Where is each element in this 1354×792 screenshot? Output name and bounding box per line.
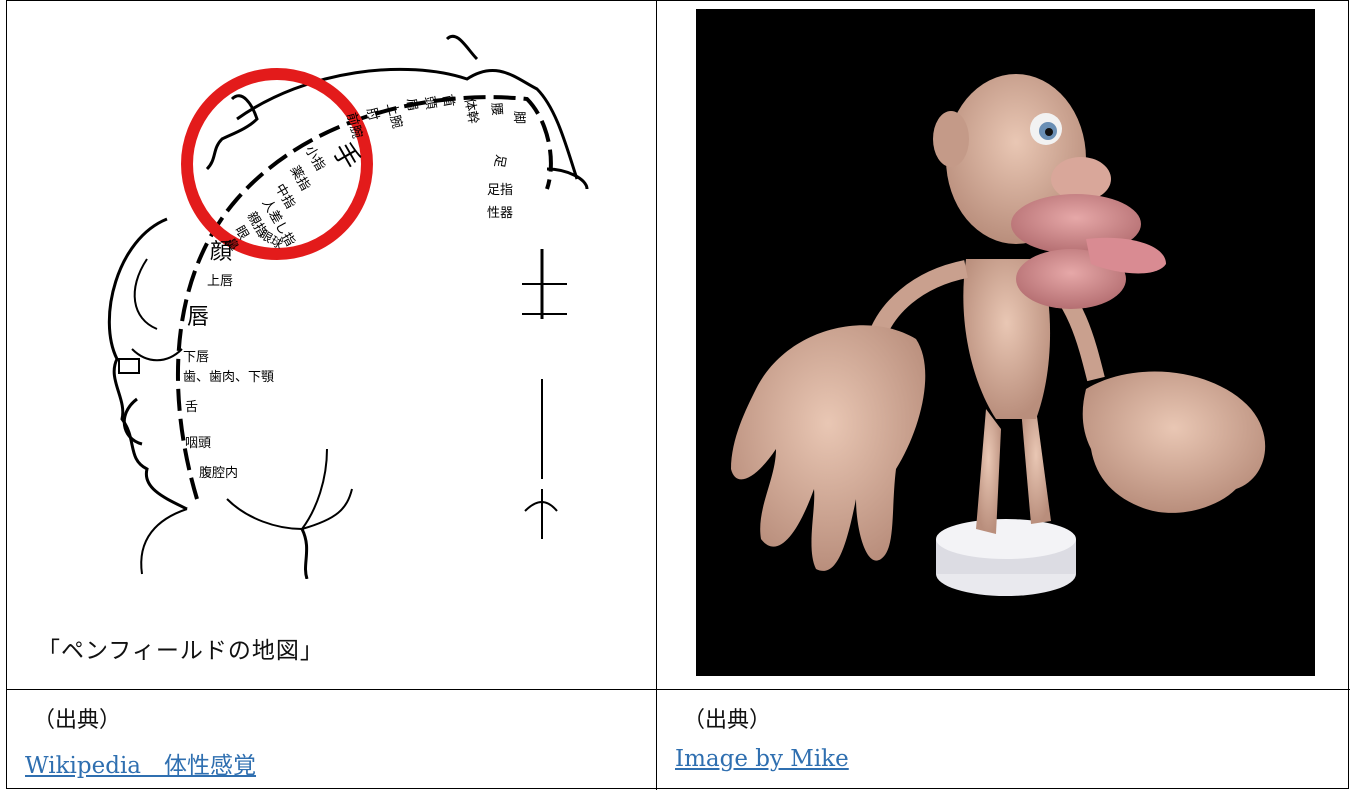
label-toes: 足指	[487, 183, 513, 198]
wikipedia-source-link[interactable]: Wikipedia 体性感覚	[25, 746, 256, 780]
penfield-map-cell: 手 小指 薬指 中指 人差し指 親指 眼 鼻 眼球 顔 上唇 唇 下唇 歯、歯肉…	[7, 1, 656, 689]
label-upper-lip: 上唇	[207, 274, 233, 289]
label-tongue: 舌	[185, 400, 198, 415]
label-elbow: 肘	[363, 106, 381, 122]
label-genitals: 性器	[487, 206, 513, 221]
label-upper-arm: 上腕	[383, 101, 405, 130]
label-foot: 足	[491, 153, 508, 168]
map-caption: 「ペンフィールドの地図」	[37, 631, 324, 665]
label-forearm: 前腕	[343, 111, 365, 140]
label-trunk: 体幹	[461, 97, 481, 125]
right-hand	[1083, 372, 1265, 513]
label-lower-lip: 下唇	[183, 350, 209, 365]
label-shoulder: 肩	[403, 97, 421, 113]
body-outline	[237, 69, 577, 179]
penfield-map-diagram: 手 小指 薬指 中指 人差し指 親指 眼 鼻 眼球 顔 上唇 唇 下唇 歯、歯肉…	[47, 19, 607, 579]
label-leg: 脚	[511, 111, 527, 124]
label-face: 顔	[210, 240, 232, 265]
label-little-finger: 小指	[302, 144, 328, 174]
source-label-right: （出典）	[683, 702, 771, 734]
left-source-cell: （出典） Wikipedia 体性感覚	[7, 690, 656, 789]
label-head: 頭	[421, 95, 438, 110]
label-ring-finger: 薬指	[287, 164, 313, 194]
source-label-left: （出典）	[33, 702, 121, 734]
label-pharynx: 咽頭	[185, 436, 211, 451]
homunculus-photo-cell	[657, 1, 1350, 689]
label-abdomen: 腹腔内	[199, 465, 238, 481]
label-neck: 首	[439, 93, 456, 108]
label-teeth: 歯、歯肉、下顎	[183, 370, 274, 385]
right-source-cell: （出典） Image by Mike	[657, 690, 1350, 789]
document-table: 手 小指 薬指 中指 人差し指 親指 眼 鼻 眼球 顔 上唇 唇 下唇 歯、歯肉…	[6, 0, 1349, 789]
label-lips: 唇	[187, 305, 209, 330]
left-hand	[731, 325, 925, 571]
label-hip: 腰	[488, 102, 504, 116]
homunculus-sculpture-photo	[696, 9, 1315, 676]
image-by-mike-link[interactable]: Image by Mike	[675, 746, 849, 772]
sculpture-illustration	[696, 9, 1315, 676]
face-outline	[109, 219, 187, 509]
